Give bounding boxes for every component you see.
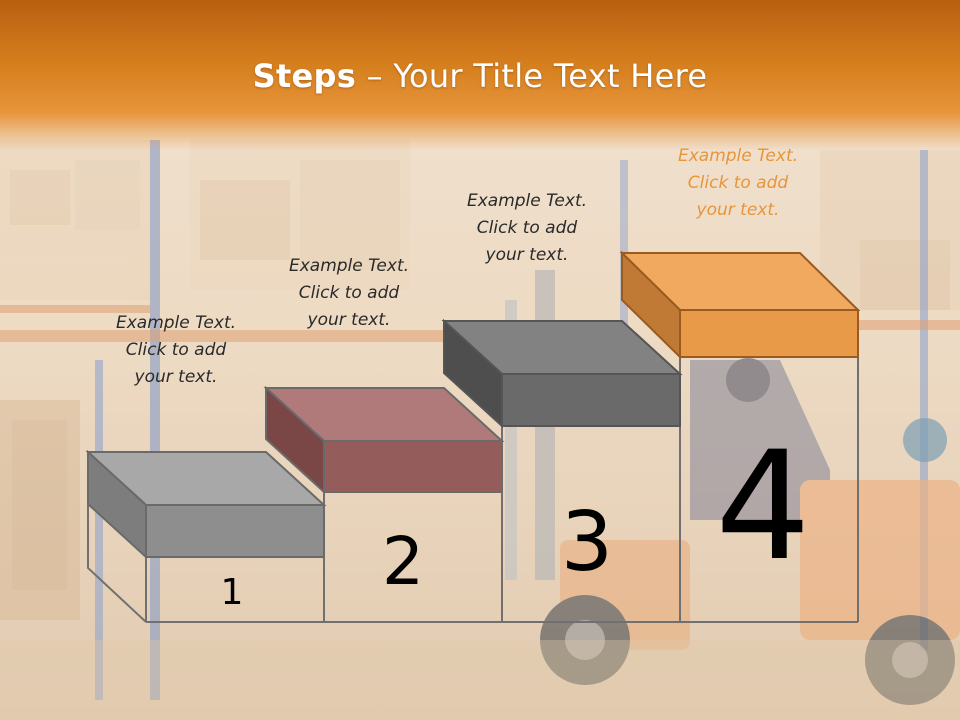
title-bar [0,0,960,150]
step-2-block[interactable] [263,385,505,495]
step-3-block[interactable] [441,318,683,429]
step-2-caption-line: your text. [307,310,391,330]
step-3-caption-line: your text. [485,245,569,265]
step-2-caption[interactable]: Example Text. Click to add your text. [259,253,439,334]
step-2-caption-line: Example Text. [288,256,410,276]
step-3-caption-line: Example Text. [466,191,588,211]
step-1-number: 1 [221,572,244,613]
step-4-number: 4 [715,420,810,594]
title-separator: – [356,57,394,95]
step-3-caption-line: Click to add [476,218,578,238]
slide-title[interactable]: Steps – Your Title Text Here [0,54,960,98]
step-1-caption[interactable]: Example Text. Click to add your text. [86,310,266,391]
step-1-block[interactable] [85,449,327,560]
step-2-number: 2 [382,523,424,600]
step-1-side-outline [87,504,147,623]
step-2-caption-line: Click to add [298,283,400,303]
title-bold-word: Steps [252,57,357,95]
title-rest: Your Title Text Here [393,57,708,95]
step-3-caption[interactable]: Example Text. Click to add your text. [437,188,617,269]
step-1-caption-line: your text. [134,367,218,387]
step-4-block[interactable] [619,250,861,360]
step-4-caption-line: Click to add [687,173,789,193]
step-1-caption-line: Example Text. [115,313,237,333]
step-3-number: 3 [561,495,613,590]
step-4-caption[interactable]: Example Text. Click to add your text. [648,143,828,224]
step-1-caption-line: Click to add [125,340,227,360]
step-4-caption-line: Example Text. [677,146,799,166]
step-4-caption-line: your text. [696,200,780,220]
